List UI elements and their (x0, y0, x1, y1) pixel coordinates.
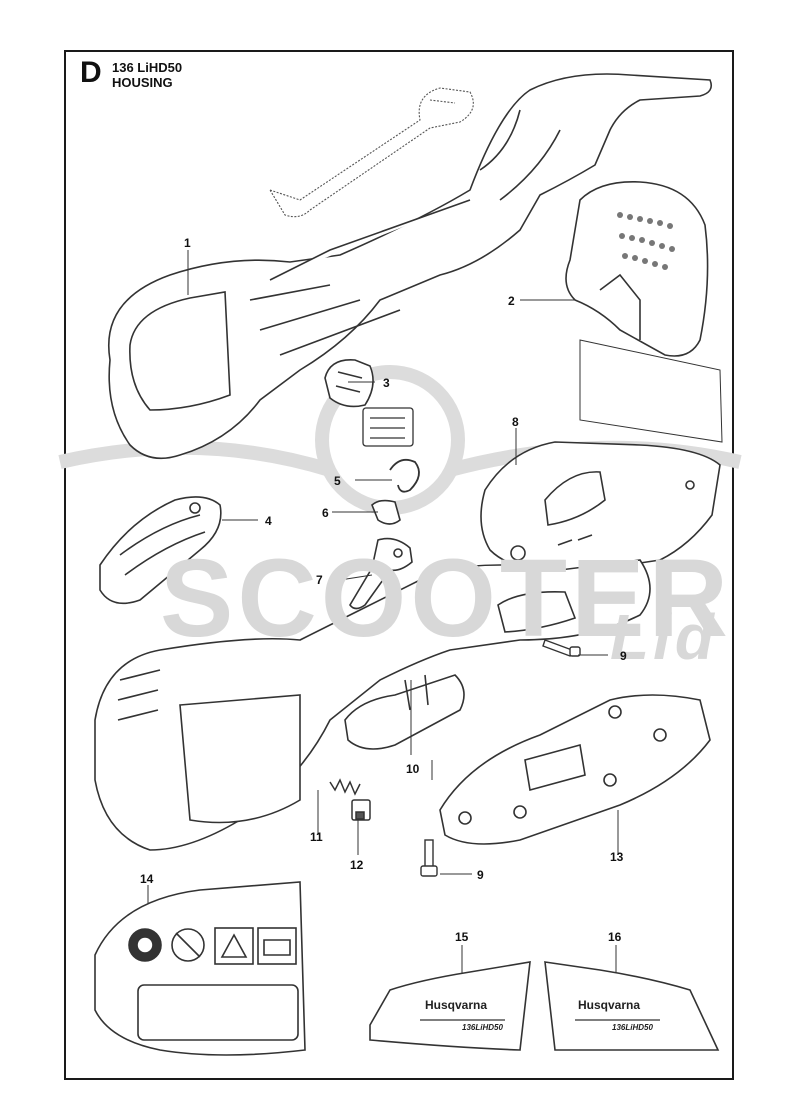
part-5-spring (389, 458, 420, 493)
decal-16-model: 136LiHD50 (612, 1023, 653, 1032)
callout-6: 6 (322, 506, 329, 520)
part-2-vent-cover (565, 181, 709, 357)
decal-15-brand: Husqvarna (425, 998, 488, 1012)
part-12-stopper (351, 799, 371, 821)
callout-7: 7 (316, 573, 323, 587)
throttle-rod (268, 87, 474, 218)
sheet-letter: D (80, 56, 102, 89)
callout-9-upper: 9 (620, 649, 627, 663)
callout-3: 3 (383, 376, 390, 390)
part-6-clip (371, 499, 401, 525)
part-7-trigger (349, 537, 413, 610)
lower-housing (94, 559, 651, 851)
part-9-screw-lower (420, 839, 438, 877)
switch-block (362, 407, 414, 447)
section-title: HOUSING (112, 75, 173, 90)
watermark-script: Lid (610, 601, 718, 673)
decal-16-brand: Husqvarna (578, 998, 641, 1012)
assembly-lines-part-2 (579, 339, 723, 443)
part-1-housing-handle (108, 73, 713, 460)
callout-16: 16 (608, 930, 622, 944)
part-9-screw-upper (542, 639, 581, 657)
decal-15-model: 136LiHD50 (462, 1023, 503, 1032)
part-4-grip (99, 496, 222, 605)
callout-14: 14 (140, 872, 154, 886)
callout-9-lower: 9 (477, 868, 484, 882)
part-10-slide-cover (344, 674, 465, 750)
callout-13: 13 (610, 850, 624, 864)
callout-4: 4 (265, 514, 272, 528)
callout-11: 11 (310, 830, 323, 844)
callout-5: 5 (334, 474, 341, 488)
part-16-decal (544, 961, 720, 1051)
part-8-motor-cover (480, 441, 721, 576)
callout-1: 1 (184, 236, 191, 250)
drawing-frame (64, 50, 734, 1080)
callout-10: 10 (406, 762, 420, 776)
callout-15: 15 (455, 930, 469, 944)
callout-2: 2 (508, 294, 515, 308)
model-title: 136 LiHD50 (112, 60, 183, 75)
leader-lines (147, 250, 619, 985)
callout-12: 12 (350, 858, 364, 872)
callout-8: 8 (512, 415, 519, 429)
part-14-warning-decal (94, 881, 306, 1056)
part-3-button (324, 359, 374, 408)
part-13-base-plate (439, 694, 711, 845)
part-15-decal (369, 961, 531, 1051)
part-11-spring (329, 778, 361, 796)
watermark-text: SCOOTER (160, 537, 732, 660)
